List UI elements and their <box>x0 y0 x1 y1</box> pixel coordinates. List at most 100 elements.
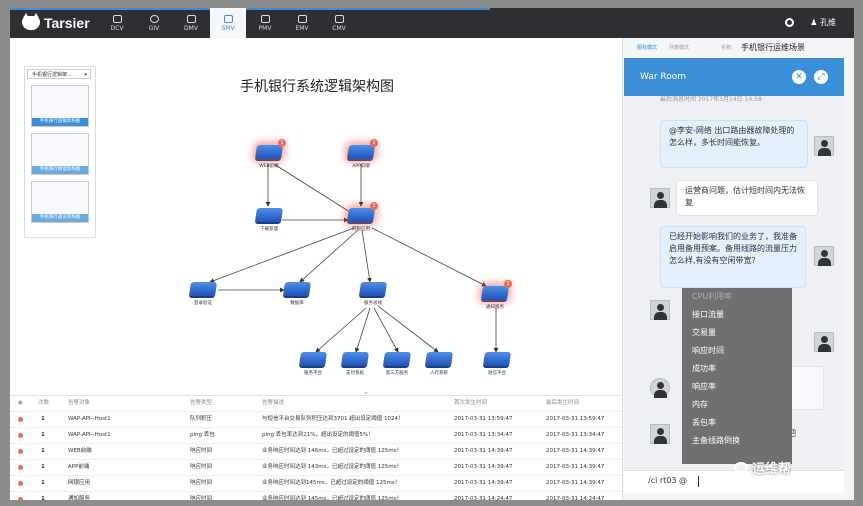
app-name: Tarsier <box>44 15 90 31</box>
avatar <box>814 136 834 156</box>
suggestion-item[interactable]: 接口流量 <box>692 310 724 319</box>
chat-input[interactable]: /ci rt03 @ <box>624 470 844 493</box>
table-row[interactable]: 1 APP前端 响应时间 业务响应时间达到 143ms，已超过设定的阈值 125… <box>10 460 622 476</box>
suggestion-item[interactable]: 响应率 <box>692 382 716 391</box>
server-icon <box>299 352 327 366</box>
table-row[interactable]: 1 WAP-API--Host1 ping 丢包 ping 丢包率达到21%，超… <box>10 428 622 444</box>
avatar <box>650 188 670 208</box>
diagram-selector[interactable]: 手机银行逻辑架... ▾ <box>27 69 91 79</box>
thumbnail-communication[interactable]: 手机银行通讯架构图 <box>31 181 89 223</box>
chevron-down-icon: ▾ <box>84 72 87 78</box>
server-icon <box>347 208 375 222</box>
chart-icon <box>260 14 270 23</box>
suggestion-item[interactable]: 内存 <box>692 400 708 409</box>
chat-message: 已经开始影响我们的业务了，我准备启用备用预案。备用线路的流量压力怎么样,有没有空… <box>660 226 806 288</box>
table-row[interactable]: 1 WAP-API--Host1 队列积压 与短信平台交易队列积压达到3701 … <box>10 412 622 428</box>
server-icon <box>383 352 411 366</box>
server-icon <box>255 145 283 159</box>
dcv-icon <box>112 14 122 23</box>
edge-bus-pboc <box>377 305 439 353</box>
node-account-platform[interactable]: 账务平台 <box>299 352 327 376</box>
tab-list-mode[interactable]: 列表模式 <box>669 45 690 51</box>
app-logo[interactable]: Tarsier <box>22 13 90 31</box>
edge-netbank-login <box>209 227 355 283</box>
suggestion-item[interactable]: 主备线路倒换 <box>692 436 740 445</box>
alert-dot-icon <box>18 476 23 493</box>
suggestion-item[interactable]: 响应时间 <box>692 346 724 355</box>
user-menu[interactable]: ♟ 孔维 <box>810 18 836 27</box>
scene-name: 手机银行运维场景 <box>741 43 805 52</box>
server-icon <box>483 352 511 366</box>
tab-emv[interactable]: EMV <box>284 8 320 38</box>
tarsier-logo-icon <box>22 13 40 30</box>
command-suggestions: CPU利用率 接口流量 交易量 响应时间 成功率 响应率 内存 丢包率 主备线路… <box>682 288 792 464</box>
tab-cmv[interactable]: CMV <box>321 8 357 38</box>
table-row[interactable]: 1 通知服务 响应时间 业务响应时间达到 145ms，已超过设定的阈值 125m… <box>10 492 622 500</box>
edge-netbank-bus <box>361 229 372 283</box>
avatar <box>650 300 670 320</box>
node-payment-system[interactable]: 支付系统 <box>341 352 369 376</box>
alert-dot-icon <box>18 444 23 461</box>
eye-icon: ◉ <box>18 400 23 406</box>
table-row[interactable]: 1 WEB前端 响应时间 业务响应时间达到 146ms，已超过设定的阈值 125… <box>10 444 622 460</box>
loading-bar <box>10 8 490 10</box>
partial-message: 吧 <box>788 429 796 438</box>
table-header: ◉ 次数 告警对象 告警类型 告警描述 首次发生时间 最后发生时间 <box>10 395 622 412</box>
tab-dmv[interactable]: DMV <box>173 8 209 38</box>
avatar <box>814 332 834 352</box>
diagram-title: 手机银行系统逻辑架构图 <box>240 80 394 95</box>
node-third-party[interactable]: 第三方服务 <box>383 352 411 376</box>
edge-bus-pay <box>354 307 371 353</box>
node-pboc-system[interactable]: 人行系统 <box>425 352 453 376</box>
thumbnail-logical[interactable]: 手机银行逻辑架构图 <box>31 85 89 127</box>
table-row[interactable]: 1 网银应用 响应时间 业务响应时间达到145ms，已超过设定的阈值 125ms… <box>10 476 622 492</box>
tab-smv[interactable]: SMV <box>210 8 246 38</box>
server-icon <box>481 286 509 300</box>
edge-bus-third <box>373 307 399 353</box>
node-login-auth[interactable]: 登录验证 <box>189 282 217 306</box>
top-navbar: Tarsier DCV GIV DMV SMV PMV EMV CMV ♟ 孔维 <box>10 8 854 38</box>
suggestion-item[interactable]: 丢包率 <box>692 418 716 427</box>
node-download-mgmt[interactable]: 下载管理 <box>255 208 283 232</box>
header-actions: ♟ 孔维 <box>785 17 836 28</box>
tab-icon-mode[interactable]: 图标模式 <box>637 45 658 51</box>
suggestion-item[interactable]: 交易量 <box>692 328 716 337</box>
collapse-table-icon[interactable]: ⌄ <box>362 387 370 396</box>
alert-dot-icon <box>18 428 23 445</box>
grid-icon <box>186 14 196 23</box>
edge-netbank-db <box>299 229 359 283</box>
node-service-bus[interactable]: 服务总线 <box>359 282 387 306</box>
thumbnail-physical[interactable]: 手机银行物理架构图 <box>31 133 89 175</box>
layers-icon <box>223 14 233 23</box>
node-sms-platform[interactable]: 短信平台 <box>483 352 511 376</box>
suggestion-item[interactable]: 成功率 <box>692 364 716 373</box>
chat-message: @李安-网络 出口路由器故障处理的怎么样，多长时间能恢复。 <box>660 120 808 168</box>
tab-pmv[interactable]: PMV <box>247 8 283 38</box>
diagram-workspace: 手机银行逻辑架... ▾ 手机银行逻辑架构图 手机银行物理架构图 手机银行通讯架… <box>10 38 622 500</box>
suggestion-item[interactable]: CPU利用率 <box>692 292 733 301</box>
text-cursor <box>698 476 699 487</box>
expand-icon[interactable]: ⤢ <box>814 70 828 84</box>
user-name: 孔维 <box>820 18 836 27</box>
gear-icon[interactable] <box>785 18 795 27</box>
alert-dot-icon <box>18 412 23 429</box>
edge-netbank-notify <box>371 227 487 287</box>
close-icon[interactable]: ✕ <box>792 70 806 84</box>
chat-header: War Room ✕ ⤢ <box>624 58 844 96</box>
server-icon <box>255 208 283 222</box>
tab-giv[interactable]: GIV <box>136 8 172 38</box>
monitor-icon <box>297 14 307 23</box>
avatar <box>650 378 670 398</box>
tab-dcv[interactable]: DCV <box>99 8 135 38</box>
node-database[interactable]: 数据库 <box>283 282 311 306</box>
server-icon <box>283 282 311 296</box>
chat-message: 运营商问题，估计短时间内无法恢复 <box>676 180 818 216</box>
chat-title: War Room <box>640 72 687 82</box>
war-room-chat: War Room ✕ ⤢ 最后消息时间 2017年3月14日 14:58 @李安… <box>624 58 844 492</box>
watermark: 运维帮 <box>734 458 791 477</box>
server-icon <box>347 145 375 159</box>
